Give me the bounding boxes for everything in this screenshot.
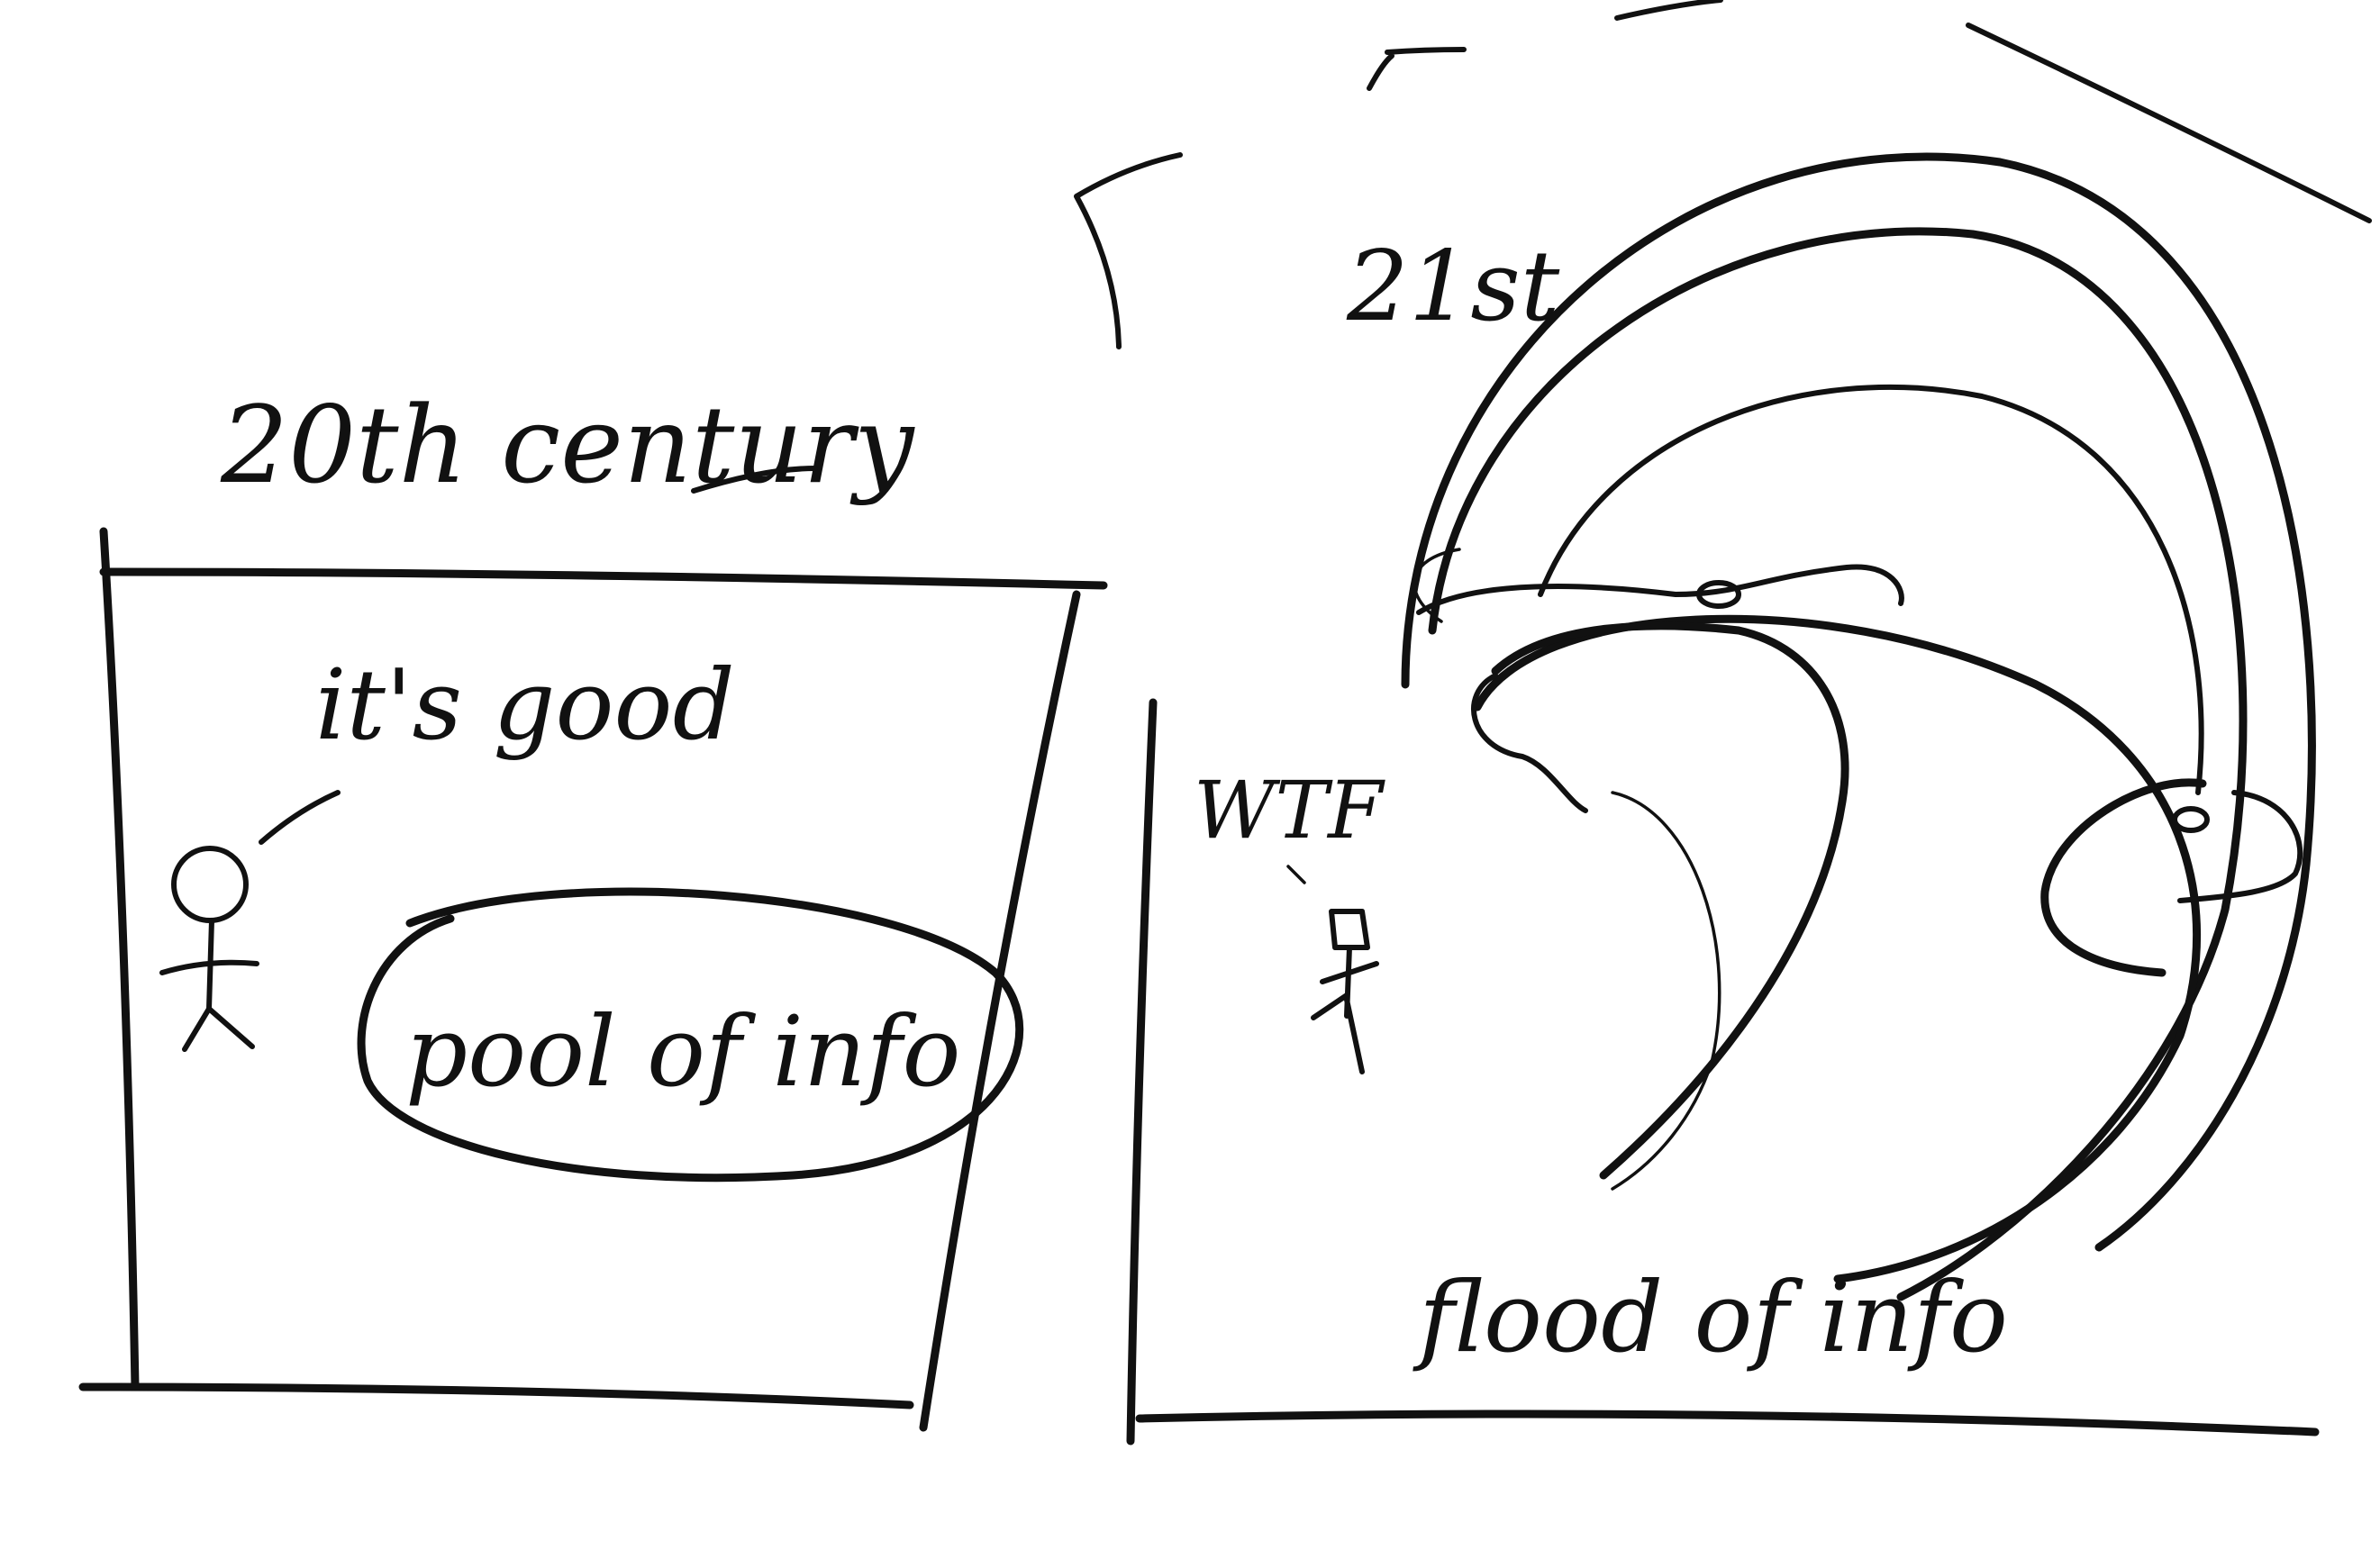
right-panel: 21st WTF flood of info: [1074, 0, 2372, 1446]
pool-ellipse: [357, 887, 1024, 1183]
left-panel-title: 20th century: [220, 383, 915, 507]
wave-third-arc: [1538, 384, 2204, 795]
speech-tick-stroke: [259, 790, 341, 845]
wave-crest-wisp: [1416, 564, 1904, 615]
flood-wave: [1401, 152, 2316, 1301]
wave-thin-crest: [1413, 548, 1461, 623]
exclamation-wtf-text: WTF: [1194, 764, 1385, 857]
flood-label-text: flood of info: [1413, 1262, 2008, 1374]
left-panel: 20th century it's good pool of info: [78, 383, 1108, 1432]
exclamation-tick-stroke: [1286, 865, 1306, 884]
title-flourish-stroke: [691, 466, 818, 494]
wave-lip-curl: [1491, 621, 1849, 1180]
stick-figure-calm: [159, 846, 259, 1052]
wave-right-curl: [2040, 778, 2207, 977]
stick-figure-body: [159, 918, 259, 1052]
left-panel-frame: [78, 527, 1108, 1432]
stick-figure-panicked: [1311, 909, 1379, 1074]
wave-left-dangle: [1471, 673, 1588, 813]
wave-right-curl-inner: [2177, 790, 2303, 903]
wave-right-bubble: [2172, 806, 2210, 833]
top-edge-strokes: [1074, 0, 2372, 349]
panicked-figure-strokes: [1311, 909, 1379, 1074]
wave-second-arc: [1428, 227, 2248, 1301]
wave-outer-arc: [1401, 152, 2316, 1252]
right-panel-frame: [1126, 698, 2320, 1446]
pool-label-text: pool of info: [405, 996, 960, 1109]
wave-thin-streak: [1611, 791, 1721, 1191]
wave-foam-bubble: [1696, 580, 1741, 609]
stick-figure-head: [171, 846, 249, 923]
right-panel-title: 21st: [1346, 231, 1560, 343]
speech-text-its-good: it's good: [315, 649, 735, 762]
